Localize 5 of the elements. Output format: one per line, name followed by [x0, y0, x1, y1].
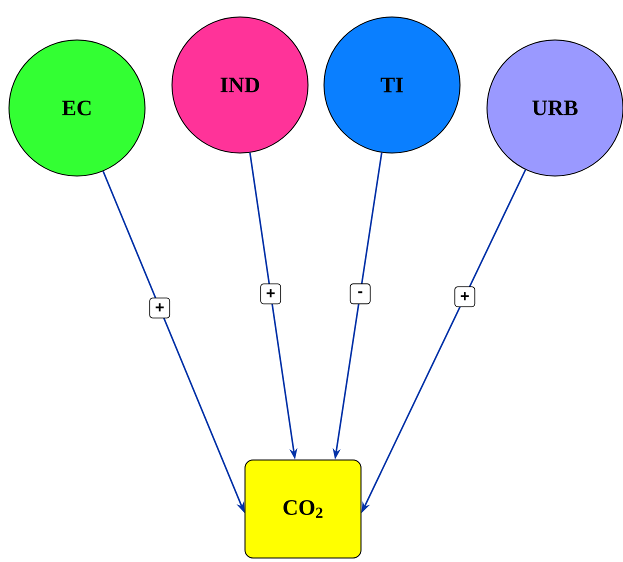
target-box: CO$_{2}$: [244, 460, 362, 558]
edge-label: +: [156, 303, 164, 312]
edge-label: -: [358, 291, 362, 294]
edge-label: +: [266, 289, 275, 298]
edge-label: +: [460, 292, 469, 300]
